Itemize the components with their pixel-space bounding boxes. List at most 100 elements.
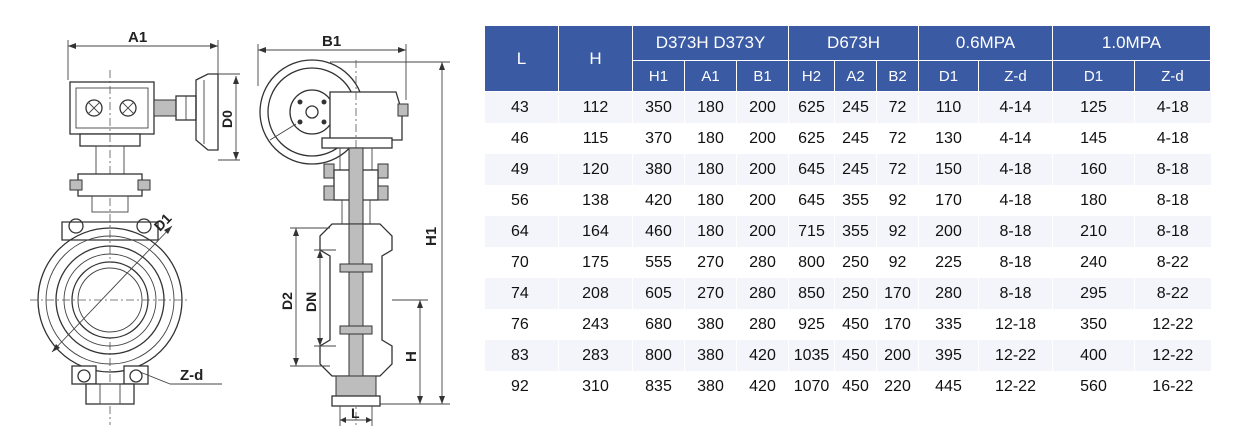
table-cell: 250 bbox=[834, 247, 877, 278]
subheader-cell: D1 bbox=[1052, 60, 1136, 92]
label-d1: D1 bbox=[151, 210, 175, 234]
table-cell: 64 bbox=[484, 216, 559, 247]
table-cell: 560 bbox=[1052, 371, 1135, 402]
subheader-cell: A1 bbox=[684, 60, 737, 92]
table-cell: 280 bbox=[918, 278, 979, 309]
label-a1: A1 bbox=[128, 29, 147, 46]
label-d0: D0 bbox=[219, 110, 235, 128]
table-cell: 280 bbox=[736, 247, 789, 278]
table-cell: 180 bbox=[684, 154, 737, 185]
table-cell: 12-22 bbox=[978, 371, 1053, 402]
table-cell: 92 bbox=[484, 371, 559, 402]
header-d373: D373H D373Y bbox=[632, 25, 789, 61]
table-cell: 355 bbox=[834, 185, 877, 216]
label-l: L bbox=[351, 405, 360, 421]
table-cell: 350 bbox=[632, 91, 685, 123]
label-zd: Z-d bbox=[180, 367, 203, 384]
table-cell: 380 bbox=[632, 154, 685, 185]
table-cell: 800 bbox=[788, 247, 835, 278]
table-cell: 240 bbox=[1052, 247, 1135, 278]
table-cell: 270 bbox=[684, 278, 737, 309]
header-h: H bbox=[558, 25, 633, 92]
table-cell: 450 bbox=[834, 340, 877, 371]
label-h: H bbox=[403, 351, 420, 362]
subheader-cell: H2 bbox=[788, 60, 835, 92]
table-cell: 120 bbox=[558, 154, 633, 185]
table-cell: 1035 bbox=[788, 340, 835, 371]
header-06mpa: 0.6MPA bbox=[918, 25, 1054, 61]
label-b1: B1 bbox=[322, 33, 341, 50]
table-cell: 295 bbox=[1052, 278, 1135, 309]
table-cell: 8-18 bbox=[978, 216, 1053, 247]
table-cell: 180 bbox=[1052, 185, 1135, 216]
table-cell: 450 bbox=[834, 371, 877, 402]
table-cell: 800 bbox=[632, 340, 685, 371]
table-cell: 925 bbox=[788, 309, 835, 340]
table-cell: 605 bbox=[632, 278, 685, 309]
table-cell: 92 bbox=[875, 216, 919, 247]
table-cell: 49 bbox=[484, 154, 559, 185]
table-cell: 112 bbox=[558, 91, 633, 123]
table-cell: 245 bbox=[834, 123, 877, 154]
table-cell: 170 bbox=[875, 309, 919, 340]
table-cell: 138 bbox=[558, 185, 633, 216]
valve-technical-drawing: A1 D0 bbox=[30, 29, 450, 426]
table-cell: 395 bbox=[918, 340, 979, 371]
table-cell: 12-22 bbox=[1134, 340, 1211, 371]
table-cell: 4-18 bbox=[1134, 91, 1211, 123]
label-h1: H1 bbox=[423, 227, 440, 246]
table-cell: 8-18 bbox=[1134, 154, 1211, 185]
table-cell: 335 bbox=[918, 309, 979, 340]
table-cell: 625 bbox=[788, 123, 835, 154]
table-cell: 355 bbox=[834, 216, 877, 247]
label-d2: D2 bbox=[279, 292, 295, 310]
table-cell: 180 bbox=[684, 185, 737, 216]
table-cell: 70 bbox=[484, 247, 559, 278]
table-cell: 180 bbox=[684, 216, 737, 247]
table-cell: 270 bbox=[684, 247, 737, 278]
table-cell: 130 bbox=[918, 123, 979, 154]
table-cell: 145 bbox=[1052, 123, 1135, 154]
table-cell: 72 bbox=[875, 123, 919, 154]
table-cell: 380 bbox=[684, 309, 737, 340]
table-cell: 350 bbox=[1052, 309, 1135, 340]
table-cell: 4-18 bbox=[978, 154, 1053, 185]
table-cell: 445 bbox=[918, 371, 979, 402]
table-cell: 83 bbox=[484, 340, 559, 371]
front-view: A1 D0 bbox=[30, 29, 240, 425]
table-cell: 180 bbox=[684, 91, 737, 123]
table-cell: 208 bbox=[558, 278, 633, 309]
table-cell: 46 bbox=[484, 123, 559, 154]
table-cell: 92 bbox=[875, 247, 919, 278]
table-cell: 125 bbox=[1052, 91, 1135, 123]
side-view: B1 H1 bbox=[257, 33, 450, 426]
table-cell: 283 bbox=[558, 340, 633, 371]
table-cell: 8-22 bbox=[1134, 278, 1211, 309]
table-cell: 56 bbox=[484, 185, 559, 216]
table-cell: 835 bbox=[632, 371, 685, 402]
table-cell: 715 bbox=[788, 216, 835, 247]
header-l: L bbox=[484, 25, 559, 92]
subheader-cell: B2 bbox=[875, 60, 920, 92]
table-cell: 243 bbox=[558, 309, 633, 340]
table-cell: 12-18 bbox=[978, 309, 1053, 340]
table-cell: 400 bbox=[1052, 340, 1135, 371]
table-cell: 460 bbox=[632, 216, 685, 247]
table-cell: 164 bbox=[558, 216, 633, 247]
table-cell: 370 bbox=[632, 123, 685, 154]
header-10mpa: 1.0MPA bbox=[1052, 25, 1212, 61]
subheader-cell: Z-d bbox=[978, 60, 1054, 92]
table-cell: 250 bbox=[834, 278, 877, 309]
table-cell: 12-22 bbox=[978, 340, 1053, 371]
table-cell: 200 bbox=[736, 91, 789, 123]
table-cell: 74 bbox=[484, 278, 559, 309]
subheader-cell: A2 bbox=[834, 60, 877, 92]
